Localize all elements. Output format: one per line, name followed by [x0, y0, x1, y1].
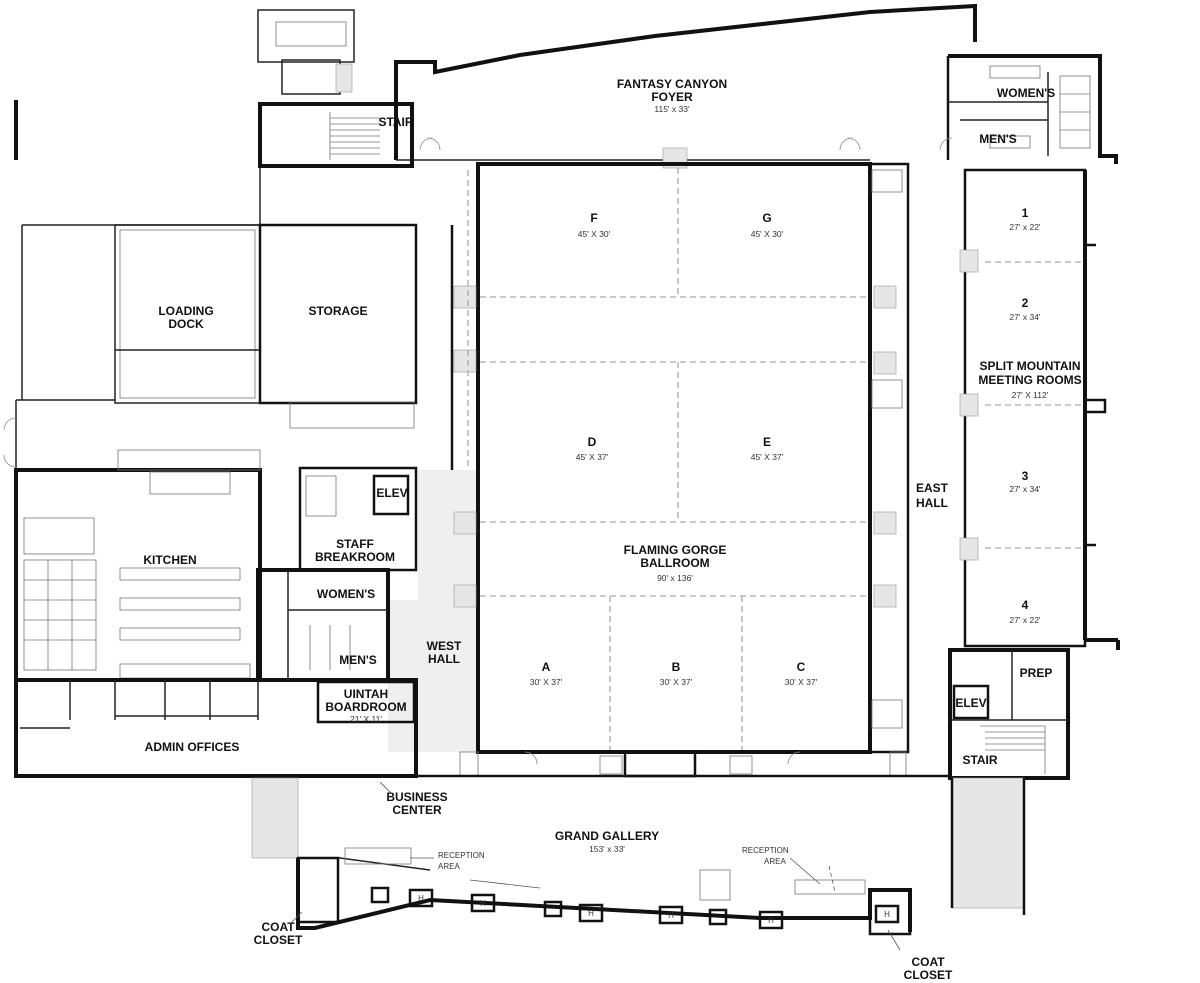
column-h1: [470, 893, 496, 913]
column-h6-mark: H: [884, 910, 890, 919]
reception-west-line1: RECEPTION: [438, 851, 485, 860]
split-mountain-dims: 27' X 112': [1012, 390, 1049, 400]
fantasy-canyon-name-1: FANTASY CANYON: [617, 77, 727, 91]
admin-offices-walls: [14, 678, 418, 778]
room-labels: FANTASY CANYON FOYER 115' x 33' STAIR WO…: [143, 77, 1081, 982]
west-hall-fill: [388, 470, 478, 752]
split-3-dims: 27' x 34': [1009, 484, 1041, 494]
split-2-label: 2: [1022, 296, 1029, 310]
split-3-label: 3: [1022, 469, 1029, 483]
kitchen-area: [14, 449, 262, 682]
coat-closet-west-line2: CLOSET: [254, 933, 303, 947]
stair-east-label: STAIR: [962, 753, 997, 767]
uintah-name-1: UINTAH: [344, 687, 388, 701]
room-f-label: F: [590, 211, 597, 225]
staff-restroom-walls: [256, 466, 418, 724]
door-swings: [3, 137, 953, 765]
uintah-name-2: BOARDROOM: [325, 700, 406, 714]
split-1-dims: 27' x 22': [1009, 222, 1041, 232]
admin-offices-label: ADMIN OFFICES: [145, 740, 240, 754]
staff-breakroom-name-1: STAFF: [336, 537, 374, 551]
reception-east-line2: AREA: [764, 857, 786, 866]
column-h6: [874, 904, 900, 924]
room-a-dims: 30' X 37': [530, 677, 563, 687]
column-h2: [578, 903, 604, 923]
uintah-dims: 21' X 11': [350, 714, 382, 724]
room-e-label: E: [763, 435, 771, 449]
room-e-dims: 45' X 37': [751, 452, 784, 462]
room-b-dims: 30' X 37': [660, 677, 693, 687]
business-center-name-1: BUSINESS: [386, 790, 447, 804]
ballroom-dims: 90' x 136': [657, 573, 693, 583]
fantasy-canyon-name-2: FOYER: [651, 90, 693, 104]
kitchen-label: KITCHEN: [143, 553, 196, 567]
split-4-label: 4: [1022, 598, 1029, 612]
room-f-dims: 45' X 30': [578, 229, 611, 239]
west-hall-name-1: WEST: [427, 639, 462, 653]
room-g-dims: 45' X 30': [751, 229, 784, 239]
elev-east-label: ELEV: [955, 696, 986, 710]
column-h5: [408, 888, 434, 908]
grand-gallery-dims: 153' x 33': [589, 844, 625, 854]
ballroom-walls: [450, 162, 910, 778]
east-hall-name-1: EAST: [916, 481, 949, 495]
ballroom-name-1: FLAMING GORGE: [624, 543, 727, 557]
reception-east-line1: RECEPTION: [742, 846, 789, 855]
split-mountain-name-1: SPLIT MOUNTAIN: [979, 359, 1080, 373]
business-center-name-2: CENTER: [392, 803, 442, 817]
prep-label: PREP: [1020, 666, 1053, 680]
reception-west-line2: AREA: [438, 862, 460, 871]
west-hall-name-2: HALL: [428, 652, 460, 666]
split-2-dims: 27' x 34': [1009, 312, 1041, 322]
room-d-label: D: [588, 435, 597, 449]
stair-north-label: STAIR: [378, 115, 413, 129]
room-c-dims: 30' X 37': [785, 677, 818, 687]
column-h4: [758, 910, 784, 930]
gallery-column-marks: H H H H H H: [418, 894, 890, 925]
column-h3: [658, 905, 684, 925]
room-c-label: C: [797, 660, 806, 674]
womens-west-label: WOMEN'S: [317, 587, 375, 601]
room-a-label: A: [542, 660, 551, 674]
loading-dock-name-2: DOCK: [168, 317, 204, 331]
coat-closet-west-line1: COAT: [261, 920, 295, 934]
split-4-dims: 27' x 22': [1009, 615, 1041, 625]
grand-gallery-label: GRAND GALLERY: [555, 829, 659, 843]
ballroom-partitions: [467, 168, 868, 750]
loading-storage-walls: [14, 100, 418, 470]
east-hall-name-2: HALL: [916, 496, 948, 510]
column-h1-mark: H: [480, 899, 486, 908]
room-g-label: G: [762, 211, 771, 225]
column-h4-mark: H: [768, 916, 774, 925]
pool-structure: [257, 9, 355, 95]
elev-center-label: ELEV: [376, 486, 407, 500]
column-h2-mark: H: [588, 909, 594, 918]
mens-east-label: MEN'S: [979, 132, 1017, 146]
staff-breakroom-name-2: BREAKROOM: [315, 550, 395, 564]
coat-closet-east-line1: COAT: [911, 955, 945, 969]
column-h5-mark: H: [418, 894, 424, 903]
gallery-columns: [370, 886, 900, 930]
fantasy-canyon-dims: 115' x 33': [654, 104, 690, 114]
ballroom-name-2: BALLROOM: [640, 556, 709, 570]
split-mountain-name-2: MEETING ROOMS: [978, 373, 1081, 387]
split-1-label: 1: [1022, 206, 1029, 220]
storage-label: STORAGE: [308, 304, 367, 318]
mens-west-label: MEN'S: [339, 653, 377, 667]
east-restroom-walls: [946, 54, 1118, 164]
grand-gallery-walls: [240, 774, 1026, 936]
stair-north: [258, 102, 414, 168]
room-d-dims: 45' X 37': [576, 452, 609, 462]
womens-east-label: WOMEN'S: [997, 86, 1055, 100]
loading-dock-name-1: LOADING: [158, 304, 213, 318]
room-b-label: B: [672, 660, 681, 674]
coat-closet-east-line2: CLOSET: [904, 968, 953, 982]
split-mountain-walls: [959, 168, 1120, 650]
column-h3-mark: H: [668, 911, 674, 920]
